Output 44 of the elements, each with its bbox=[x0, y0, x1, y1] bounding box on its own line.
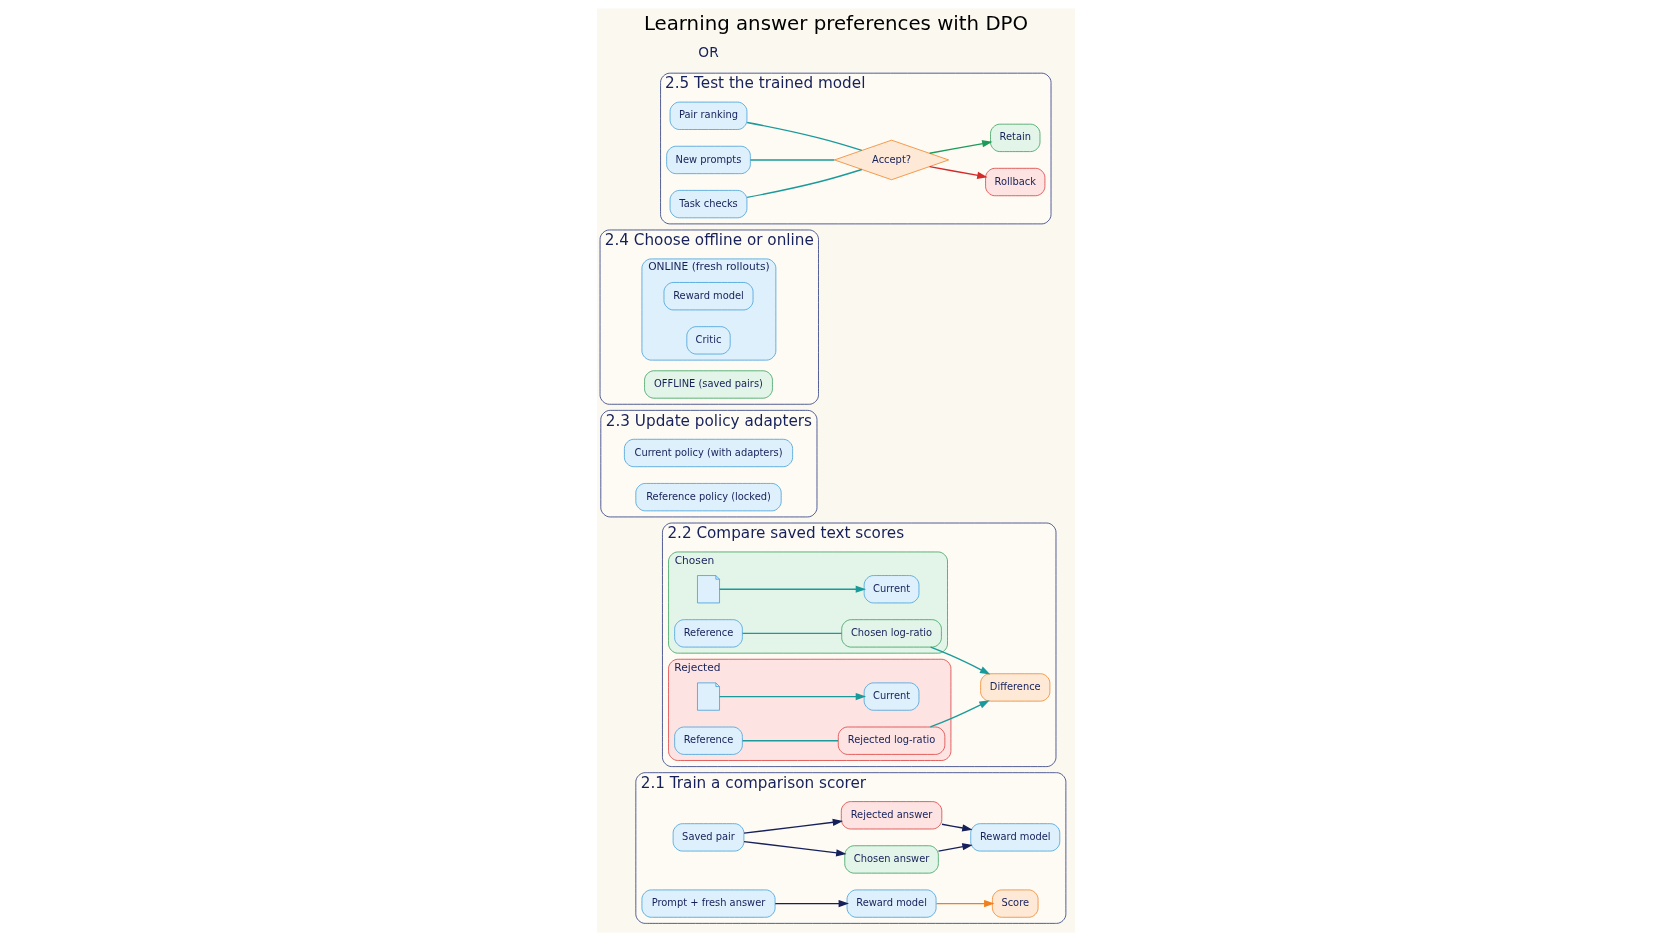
node-box: Rejected answer bbox=[840, 801, 943, 830]
arrow bbox=[774, 899, 849, 908]
connector bbox=[746, 121, 863, 152]
connector bbox=[741, 632, 843, 635]
node-box: Reference bbox=[674, 619, 743, 648]
node-box: Reward model bbox=[846, 889, 937, 918]
node-box: Task checks bbox=[669, 190, 748, 219]
connector bbox=[746, 168, 863, 199]
arrow bbox=[929, 700, 990, 728]
node-box: Rejected log-ratio bbox=[837, 726, 946, 755]
arrow bbox=[718, 585, 867, 593]
node-box: OFFLINE (saved pairs) bbox=[644, 370, 773, 399]
node-box: Critic bbox=[686, 326, 731, 355]
arrow bbox=[718, 692, 867, 701]
node-box: Current policy (with adapters) bbox=[624, 438, 793, 468]
arrow bbox=[941, 823, 973, 832]
node-box: Reference bbox=[674, 726, 743, 755]
node-box: Chosen answer bbox=[844, 845, 939, 874]
arrow bbox=[930, 646, 991, 675]
node-box: Reward model bbox=[970, 823, 1061, 852]
node-diamond: Accept? bbox=[834, 139, 950, 181]
arrow bbox=[937, 843, 973, 852]
node-box: Retain bbox=[990, 123, 1041, 152]
node-box: Difference bbox=[980, 673, 1051, 702]
node-box: Chosen log-ratio bbox=[841, 619, 942, 648]
connector bbox=[741, 740, 839, 742]
arrow bbox=[928, 166, 988, 179]
node-box: Saved pair bbox=[672, 823, 745, 852]
node-box: Reference policy (locked) bbox=[635, 483, 782, 512]
arrow bbox=[935, 899, 995, 908]
connector bbox=[749, 159, 835, 161]
node-box: New prompts bbox=[666, 145, 751, 175]
arrow bbox=[743, 818, 844, 834]
diagram-title: Learning answer preferences with DPO bbox=[643, 12, 1029, 36]
arrow bbox=[743, 840, 847, 857]
arrow bbox=[928, 140, 993, 154]
node-box: Score bbox=[992, 889, 1039, 918]
node-box: Rollback bbox=[985, 167, 1046, 197]
node-box: Pair ranking bbox=[669, 101, 748, 130]
node-box: Reward model bbox=[663, 282, 754, 311]
node-box: Current bbox=[863, 682, 920, 711]
node-box: Prompt + fresh answer bbox=[641, 889, 776, 918]
label: OR bbox=[698, 43, 719, 60]
node-box: Current bbox=[863, 575, 920, 604]
